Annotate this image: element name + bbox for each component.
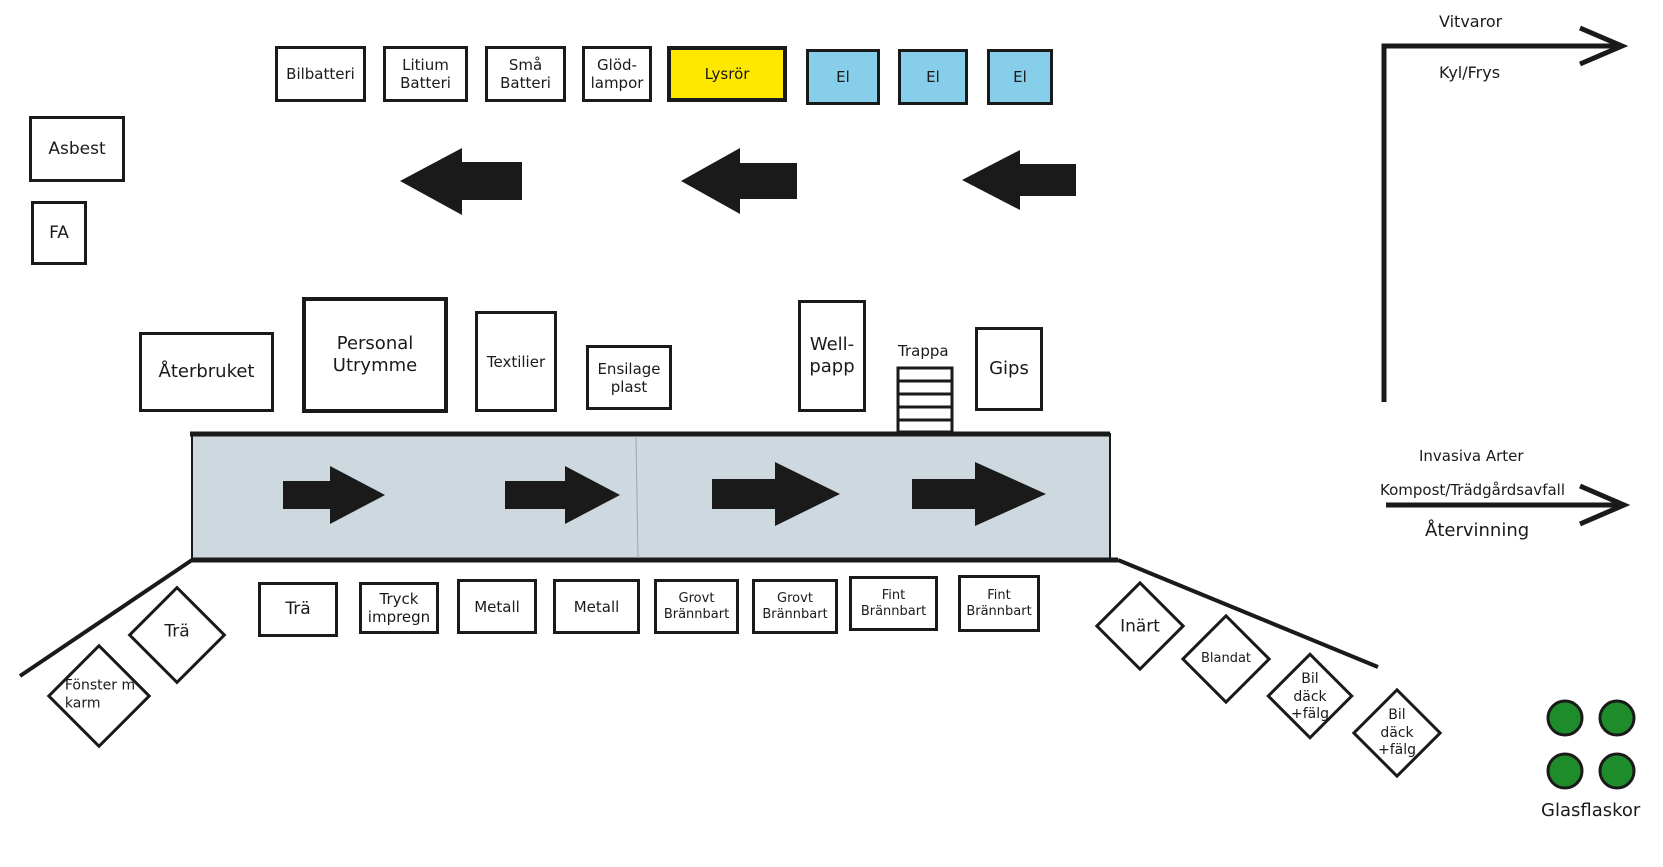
glasflaskor-label: Glasflaskor [1541, 800, 1641, 821]
invasiva-arter-label: Invasiva Arter [1419, 447, 1524, 465]
blandat-diamond-label: Blandat [1200, 650, 1252, 666]
kompost-label: Kompost/Trädgårdsavfall [1380, 481, 1565, 499]
bilbatteri-box: Bilbatteri [275, 46, 366, 102]
right-arrow-icon [912, 462, 1046, 526]
personal-utrymme-box: Personal Utrymme [302, 297, 448, 413]
stairs-icon [896, 366, 954, 434]
glass-bottles-icon [1546, 699, 1636, 790]
inert-diamond-label: Inärt [1120, 616, 1160, 637]
right-arrow-icon [712, 462, 840, 526]
left-arrow-icon [962, 150, 1076, 210]
bildack-diamond-1-label: Bil däck +fälg [1290, 670, 1330, 722]
tra-diamond-label: Trä [164, 621, 190, 642]
right-slant-line [1117, 558, 1379, 669]
gips-box: Gips [975, 327, 1043, 411]
vitvaror-label: Vitvaror [1439, 12, 1503, 31]
tra-box: Trä [258, 582, 338, 637]
atervinning-label: Återvinning [1425, 520, 1530, 541]
aterbruket-box: Återbruket [139, 332, 274, 412]
metall-box-1: Metall [457, 579, 537, 634]
el-box-3: El [987, 49, 1053, 105]
litium-batteri-box: Litium Batteri [383, 46, 468, 102]
vitvaror-arrowhead-icon [1579, 25, 1629, 67]
glodlampor-box: Glöd- lampor [582, 46, 652, 102]
trappa-label: Trappa [898, 342, 949, 360]
asbest-box: Asbest [29, 116, 125, 182]
conveyor-divider [635, 435, 639, 559]
bildack-diamond-2-label: Bil däck +fälg [1377, 706, 1417, 758]
fonster-diamond-label: Fönster m karm [64, 677, 136, 712]
left-arrow-icon [400, 148, 522, 215]
left-arrow-icon [681, 148, 797, 214]
fint-brannbart-box-2: Fint Brännbart [958, 575, 1040, 632]
fa-box: FA [31, 201, 87, 265]
atervinning-arrowhead-icon [1579, 483, 1631, 527]
sma-batteri-box: Små Batteri [485, 46, 566, 102]
el-box-1: El [806, 49, 880, 105]
left-slant-line [18, 558, 194, 678]
fint-brannbart-box-1: Fint Brännbart [849, 576, 938, 631]
grovt-brannbart-box-1: Grovt Brännbart [654, 579, 739, 634]
vitvaror-l-line [1381, 43, 1620, 402]
metall-box-2: Metall [553, 579, 640, 634]
grovt-brannbart-box-2: Grovt Brännbart [752, 579, 838, 634]
kyl-frys-label: Kyl/Frys [1439, 63, 1501, 82]
el-box-2: El [898, 49, 968, 105]
ensilageplast-box: Ensilage plast [586, 345, 672, 410]
right-arrow-icon [283, 466, 385, 524]
wellpapp-box: Well- papp [798, 300, 866, 412]
lysror-box: Lysrör [667, 46, 787, 102]
right-arrow-icon [505, 466, 620, 524]
textilier-box: Textilier [475, 311, 557, 412]
tryck-impregn-box: Tryck impregn [359, 582, 439, 634]
